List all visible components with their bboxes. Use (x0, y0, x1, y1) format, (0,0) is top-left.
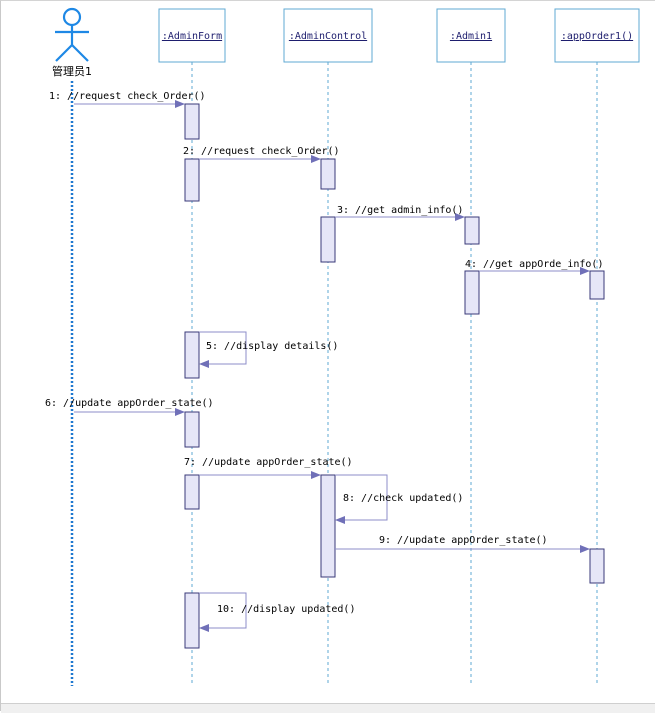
message-label-8: 8: //check updated() (343, 493, 463, 504)
lifeline-label: :Admin1 (450, 31, 492, 42)
actor-figure: 管理员1 (52, 7, 92, 78)
activation-bar (184, 474, 200, 510)
message-label-3: 3: //get admin_info() (337, 205, 463, 216)
activation-bar (589, 270, 605, 300)
message-label-6: 6: //update appOrder_state() (45, 398, 214, 409)
message-label-9: 9: //update appOrder_state() (379, 535, 548, 546)
lifeline-admin1: :Admin1 (436, 8, 506, 686)
lifeline-label: :appOrder1() (561, 31, 633, 42)
lifeline-apporder1: :appOrder1() (554, 8, 640, 686)
activation-bar (184, 158, 200, 202)
stick-figure-actor-icon (55, 7, 89, 62)
activation-bar (320, 216, 336, 263)
activation-bar (184, 411, 200, 448)
activation-bar (320, 474, 336, 578)
lifeline-label: :AdminControl (289, 31, 367, 42)
message-label-2: 2: //request check_Order() (183, 146, 340, 157)
activation-bar (184, 592, 200, 649)
self-message-arrow-5 (199, 331, 247, 368)
activation-bar (464, 216, 480, 245)
activation-bar (184, 331, 200, 379)
message-label-1: 1: //request check_Order() (49, 91, 206, 102)
self-message-arrow-10 (199, 592, 247, 632)
message-label-4: 4: //get appOrde_info() (465, 259, 603, 270)
activation-bar (184, 103, 200, 140)
message-label-5: 5: //display details() (206, 341, 338, 352)
message-label-10: 10: //display updated() (217, 604, 355, 615)
status-strip (1, 703, 655, 713)
actor-label: 管理员1 (52, 64, 92, 78)
activation-bar (464, 270, 480, 315)
activation-bar (589, 548, 605, 584)
message-label-7: 7: //update appOrder_state() (184, 457, 353, 468)
activation-bar (320, 158, 336, 190)
self-message-arrow-8 (335, 474, 388, 524)
lifeline-label: :AdminForm (162, 31, 222, 42)
